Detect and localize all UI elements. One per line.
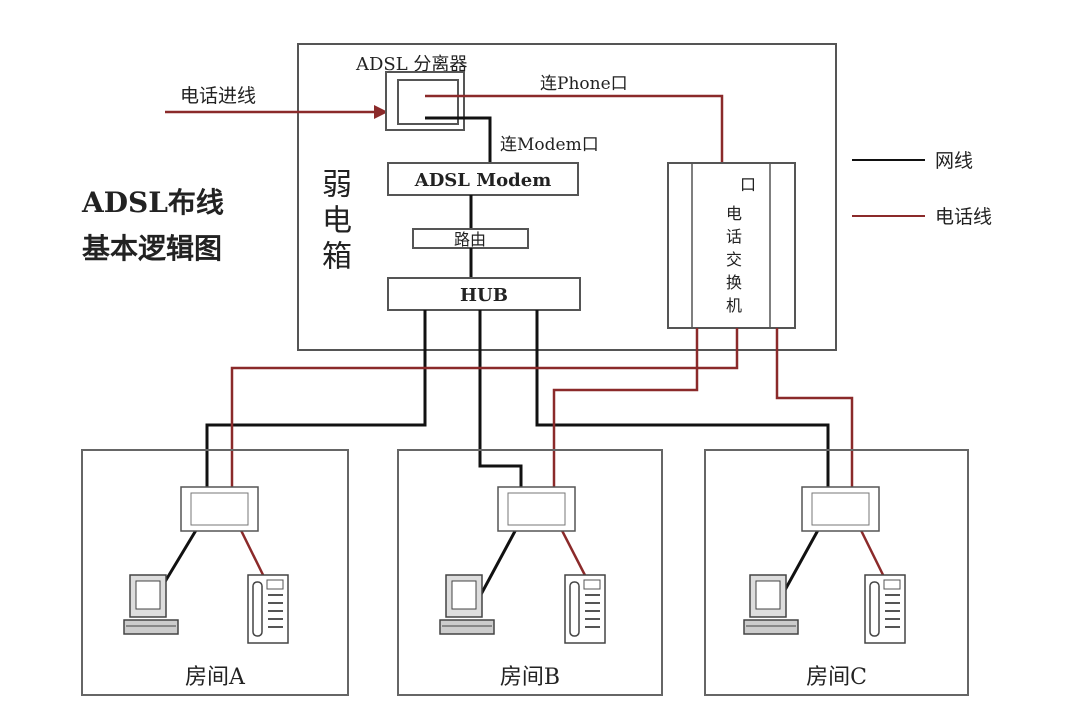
splitter-label: ADSL 分离器 (355, 54, 467, 75)
cabinet-label: 弱电箱 (316, 168, 351, 276)
socket-inner (811, 492, 870, 526)
room-box (81, 449, 349, 696)
phone-cable-room-a (230, 328, 739, 586)
splitter-to-switch-line (425, 94, 724, 162)
computer-icon (743, 574, 799, 635)
modem-port-label: 连Modem口 (500, 135, 599, 155)
phone-cable-room-c (775, 328, 890, 586)
wall-socket (801, 486, 880, 532)
network-cable-room-c (535, 310, 830, 591)
network-cable-room-a (158, 310, 427, 591)
room-box (397, 449, 663, 696)
phone-cable-room-b (552, 328, 699, 586)
telephone-icon (247, 574, 289, 644)
network-cable-room-b (476, 310, 523, 601)
diagram-title-line1: ADSL布线 (81, 186, 224, 219)
diagram-title-line2: 基本逻辑图 (82, 232, 222, 265)
socket-inner (507, 492, 566, 526)
arrow-icon (374, 105, 388, 119)
splitter-to-modem-line (425, 116, 492, 162)
legend: 网线 电话线 (852, 150, 992, 228)
room-label: 房间A (185, 665, 246, 690)
wall-socket (180, 486, 259, 532)
phone-port-label: 连Phone口 (540, 74, 628, 94)
telephone-icon (564, 574, 606, 644)
modem-label: ADSL Modem (414, 170, 552, 191)
legend-network-label: 网线 (935, 150, 973, 172)
incoming-line-label: 电话进线 (180, 85, 256, 107)
legend-phone-label: 电话线 (935, 206, 992, 228)
socket-inner (190, 492, 249, 526)
phone-switch (667, 162, 796, 329)
room-box (704, 449, 969, 696)
adsl-modem (387, 162, 579, 196)
wall-socket (497, 486, 576, 532)
room-label: 房间B (500, 665, 560, 690)
router-label: 路由 (454, 230, 486, 249)
telephone-icon (864, 574, 906, 644)
room: 房间C (704, 449, 969, 696)
computer-icon (123, 574, 179, 635)
computer-icon (439, 574, 495, 635)
switch-port-icon: 口 (740, 175, 756, 194)
hub-label: HUB (460, 285, 508, 306)
switch-label: 电话交换机 (723, 205, 742, 320)
room-label: 房间C (806, 665, 867, 690)
hub (387, 277, 581, 311)
room: 房间A (81, 449, 349, 696)
room: 房间B (397, 449, 663, 696)
